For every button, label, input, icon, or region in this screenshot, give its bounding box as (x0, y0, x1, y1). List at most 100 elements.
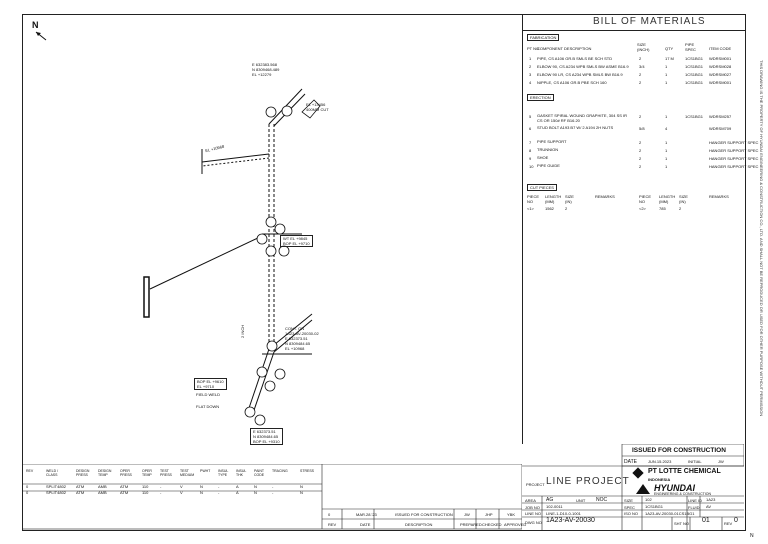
sheet-label: SHT NO (674, 521, 690, 526)
size-label: SIZE (624, 498, 633, 503)
callout-size: 2 INCH (240, 324, 245, 338)
dwg-value: 1A23-AV-20030 (546, 517, 595, 524)
bom-erect-code: WDRSM257 (709, 114, 732, 119)
line-table-cell: N (254, 490, 257, 495)
bom-fab-pt: 1 (529, 56, 532, 61)
bom-fab-desc: ELBOW 90 LR, CS A234 WPB SMLS BW B16.9 (537, 72, 623, 77)
bom-fab-pt: 2 (529, 64, 532, 69)
rev-hdr-prep: PREPARED (460, 522, 482, 527)
line-table-header: TRACING (272, 469, 288, 473)
cut-col-header: PIECE NO (639, 194, 652, 204)
rev-row-rev: 0 (328, 512, 331, 517)
bom-fab-desc: PIPE, CS A106 GR.B SMLS BE SCH STD (537, 56, 613, 61)
callout-bottom-coords: E 632373.51 N 8309484.65 BOP EL +9310 (250, 428, 283, 445)
line-table-header: PWHT (200, 469, 211, 473)
hyundai-logo-icon (636, 484, 650, 494)
cut-cell: <1> (527, 206, 534, 211)
bom-erect-size: 2 (639, 156, 642, 161)
line-id-value: 1A23 (706, 497, 716, 502)
bom-erect-pt: 9 (529, 156, 532, 161)
bom-erect-code: HANGER SUPPORT SPEC (709, 148, 759, 153)
drawing-frame (22, 14, 746, 531)
rev-label: REV (724, 521, 733, 526)
line-table-cell: - (218, 484, 220, 489)
bom-section-fabrication: FABRICATION (527, 34, 560, 41)
dwg-label: DWG NO (525, 520, 542, 525)
fluid-value: AV (706, 504, 712, 509)
bom-erect-code: WDRSM709 (709, 126, 732, 131)
bom-fab-pt: 3 (529, 72, 532, 77)
line-table-cell: ATM (120, 484, 129, 489)
line-table-cell: SPLIT4802 (46, 484, 67, 489)
line-table-cell: N (300, 490, 303, 495)
line-table-cell: AMB (98, 484, 107, 489)
size-value: 102 (645, 497, 652, 502)
bom-erect-qty: 1 (665, 140, 668, 145)
bom-erect-code: HANGER SUPPORT SPEC (709, 156, 759, 161)
unit-label: UNIT (576, 498, 586, 503)
job-value: 102-0011 (546, 504, 563, 509)
line-table-header: REV (26, 469, 34, 473)
bom-col-qty: QTY (665, 46, 674, 51)
callout-wt-el: WT EL +9845 BOP EL +9710 (280, 235, 313, 247)
cut-col-header: SIZE (IN) (565, 194, 574, 204)
line-table-header: DESIGN TEMP (98, 469, 112, 477)
line-table-cell: - (218, 490, 220, 495)
line-table-cell: - (272, 490, 274, 495)
issued-initial-value: JW (718, 459, 724, 464)
bom-erect-pt: 10 (529, 164, 534, 169)
line-table-cell: - (160, 484, 162, 489)
line-table-cell: N (200, 490, 203, 495)
issued-stamp: ISSUED FOR CONSTRUCTION (632, 447, 726, 454)
bom-fab-spec: 1CS1BG1 (685, 80, 704, 85)
bom-fab-size: 2 (639, 80, 642, 85)
line-id-label: LINE ID (688, 498, 703, 503)
bom-erect-code: HANGER SUPPORT SPEC (709, 140, 759, 145)
cut-cell: 2 (679, 206, 682, 211)
bom-erect-size: 5/8 (639, 126, 645, 131)
cut-col-header: LENGTH (MM) (545, 194, 562, 204)
bom-col-size: SIZE (INCH) (637, 42, 650, 52)
bom-fab-desc: ELBOW 90, CS A234 WPB SMLS BW ASME B16.9 (537, 64, 629, 69)
line-table-cell: 0 (26, 490, 29, 495)
bom-fab-code: WDRSM001 (709, 80, 732, 85)
bom-section-cut: CUT PIECES (527, 184, 557, 191)
line-table-cell: N (200, 484, 203, 489)
isometric-drawing (143, 88, 321, 426)
callout-bop-el: BOP EL +9610 EL +9710 (194, 378, 227, 390)
bom-erect-desc: SHOE (537, 155, 549, 160)
callout-cut: EL +13456 400MM CUT (306, 102, 329, 112)
rev-hdr-date: DATE (360, 522, 371, 527)
line-table-cell: AMB (98, 490, 107, 495)
callout-continuation: CONT. ON 1A23-AV-20030-02 E 632373.51 N … (285, 326, 319, 351)
issued-date-label: DATE (624, 459, 637, 465)
bom-erect-size: 2 (639, 114, 642, 119)
line-table-cell: A (236, 484, 239, 489)
bom-erect-size: 2 (639, 140, 642, 145)
bom-erect-desc: STUD BOLT A193 B7 W/ 2 A194 2H NUTS (537, 125, 614, 130)
bom-erect-qty: 1 (665, 114, 668, 119)
rev-hdr-desc: DESCRIPTION (405, 522, 433, 527)
bom-fab-spec: 1CS1BG1 (685, 64, 704, 69)
callout-top-coords: E 632383.568 N 8309468.489 EL +12279 (252, 62, 280, 77)
spec-value: 1CS1BG1 (645, 504, 664, 509)
bom-erect-desc: PIPE SUPPORT (537, 139, 567, 144)
client-name: PT LOTTE CHEMICAL (648, 468, 721, 475)
job-label: JOB NO (525, 505, 540, 510)
bom-erect-qty: 1 (665, 156, 668, 161)
bom-fab-qty: 1 (665, 72, 668, 77)
cut-cell: 785 (659, 206, 666, 211)
line-table-cell: N (254, 484, 257, 489)
line-table-header: STRESS (300, 469, 315, 473)
rev-row-prep: JW (464, 512, 470, 517)
cut-col-header: LENGTH (MM) (659, 194, 676, 204)
rev-hdr-appr: APPROVED (504, 522, 527, 527)
contractor-name: HYUNDAI (654, 483, 696, 493)
corner-north-label: N (750, 533, 754, 539)
bom-erect-pt: 5 (529, 114, 532, 119)
bom-fab-qty: 1 (665, 80, 668, 85)
north-arrow-icon (35, 31, 47, 41)
sheet-value: 01 (702, 517, 710, 524)
bom-col-pt: PT NO (527, 46, 540, 51)
cut-cell: <2> (639, 206, 646, 211)
